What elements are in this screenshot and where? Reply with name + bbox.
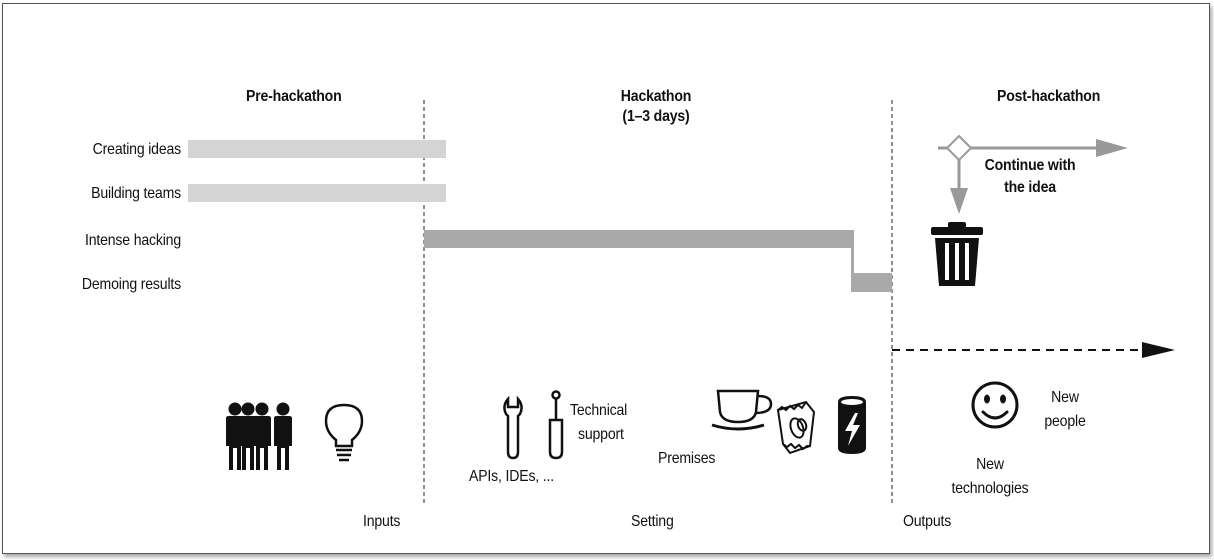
technical-support-label: Technical <box>570 402 628 419</box>
phase-post-hackathon: Post-hackathon <box>997 88 1101 105</box>
apis-label: APIs, IDEs, ... <box>469 468 555 485</box>
new-technologies-label-2: technologies <box>951 480 1029 497</box>
people-icon <box>226 402 292 470</box>
trash-can-icon <box>931 222 983 286</box>
outputs-label: Outputs <box>903 513 952 530</box>
energy-drink-icon <box>838 396 866 454</box>
activity-demoing-results: Demoing results <box>81 276 181 293</box>
continue-label-2: the idea <box>1004 179 1056 196</box>
setting-label: Setting <box>631 513 674 530</box>
wrench-icon <box>503 395 523 460</box>
outputs-arrow <box>892 342 1175 358</box>
activity-intense-hacking: Intense hacking <box>84 232 181 249</box>
inputs-label: Inputs <box>363 513 401 530</box>
premises-label: Premises <box>658 450 716 467</box>
lightbulb-icon <box>324 403 364 462</box>
new-people-label: New <box>1051 389 1079 406</box>
activity-building-teams: Building teams <box>91 185 181 202</box>
snack-bag-icon <box>776 400 816 455</box>
phase-hackathon-duration: (1–3 days) <box>622 108 690 125</box>
bar-building-teams <box>188 184 446 202</box>
screwdriver-icon <box>548 390 564 460</box>
diagram-frame <box>2 3 1210 554</box>
bar-demoing-results <box>851 273 892 292</box>
technical-support-label-2: support <box>578 426 624 443</box>
decision-diamond-icon <box>938 134 1128 214</box>
coffee-cup-icon <box>711 389 773 431</box>
bar-step-connector <box>851 230 854 292</box>
bar-creating-ideas <box>188 140 446 158</box>
phase-pre-hackathon: Pre-hackathon <box>246 88 342 105</box>
smiley-icon <box>971 381 1019 429</box>
bar-intense-hacking <box>424 230 854 248</box>
new-technologies-label: New <box>976 456 1004 473</box>
phase-hackathon: Hackathon <box>620 88 692 105</box>
continue-label: Continue with <box>984 157 1076 174</box>
activity-creating-ideas: Creating ideas <box>92 141 182 158</box>
new-people-label-2: people <box>1044 413 1086 430</box>
